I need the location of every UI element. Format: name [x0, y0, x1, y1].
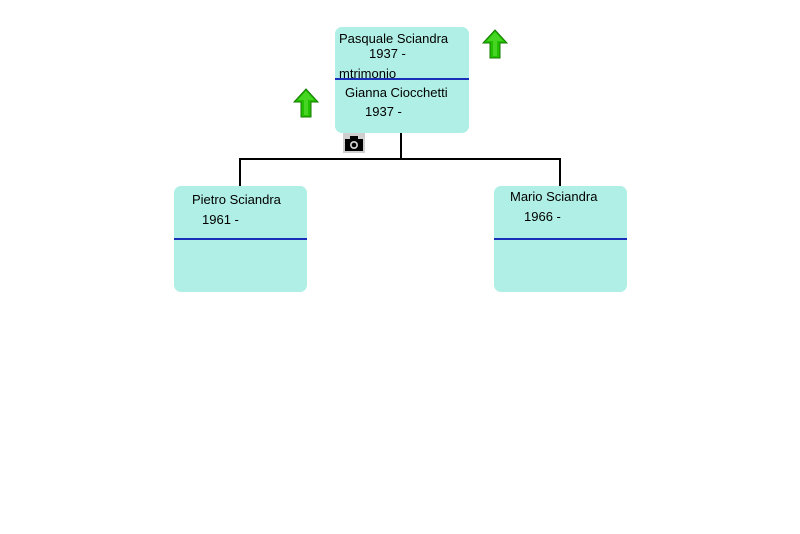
child-dates: 1961 - [202, 212, 239, 227]
parents-divider [335, 78, 469, 80]
mother-name: Gianna Ciocchetti [345, 85, 448, 100]
child-name: Pietro Sciandra [192, 192, 281, 207]
camera-icon[interactable] [343, 133, 365, 153]
sibling-bar-line [239, 158, 561, 160]
child-card-mario[interactable]: Mario Sciandra 1966 - [494, 186, 627, 292]
parents-card[interactable]: Pasquale Sciandra 1937 - mtrimonio Giann… [335, 27, 469, 133]
child-dates: 1966 - [524, 209, 561, 224]
father-name: Pasquale Sciandra [339, 31, 449, 46]
mother-parents-up-arrow-icon[interactable] [293, 88, 319, 118]
parents-stem-line [400, 133, 402, 159]
child1-stem-line [239, 158, 241, 187]
child-card-pietro[interactable]: Pietro Sciandra 1961 - [174, 186, 307, 292]
child-name: Mario Sciandra [510, 189, 598, 204]
mother-dates: 1937 - [365, 104, 402, 119]
child-divider [174, 238, 307, 240]
father-parents-up-arrow-icon[interactable] [482, 29, 508, 59]
union-label: mtrimonio [339, 66, 397, 81]
father-dates: 1937 - [369, 46, 406, 61]
camera-glyph [345, 136, 363, 151]
child-divider [494, 238, 627, 240]
child2-stem-line [559, 158, 561, 187]
